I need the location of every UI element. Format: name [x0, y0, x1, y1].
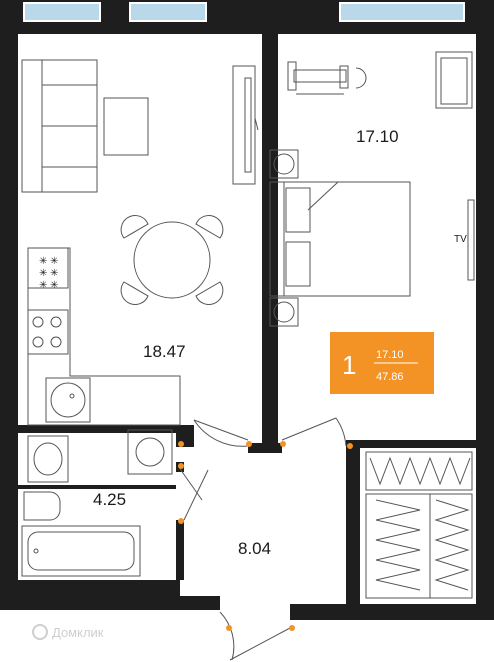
svg-text:✳: ✳: [50, 280, 58, 291]
badge-rooms-count: 1: [342, 350, 356, 380]
door-hinge: [226, 625, 232, 631]
door-hinge: [347, 443, 353, 449]
tv-stand-living: [232, 65, 259, 185]
doors: [177, 417, 353, 661]
nightstand-bottom: [269, 297, 299, 327]
door-hinge: [246, 441, 252, 447]
door-hinge: [178, 463, 184, 469]
svg-text:✳: ✳: [39, 280, 47, 291]
area-living-kitchen: 18.47: [143, 342, 186, 361]
sofa: [21, 59, 98, 193]
walls: [0, 0, 494, 620]
wardrobe-horizontal: [365, 451, 473, 491]
window-left: [24, 3, 100, 21]
door-hinge: [178, 441, 184, 447]
door-hinge: [178, 518, 184, 524]
apartment-badge: 1 17.10 47.86: [330, 332, 434, 394]
badge-living-area: 17.10: [376, 349, 404, 361]
area-bedroom: 17.10: [356, 127, 399, 146]
window-right: [340, 3, 464, 21]
nightstand-top: [269, 149, 299, 179]
svg-text:✳: ✳: [39, 268, 47, 279]
kitchen-counter: ✳ ✳ ✳ ✳ ✳ ✳: [27, 247, 181, 426]
wardrobe-vertical: [365, 493, 473, 599]
windows: [23, 2, 465, 22]
door-hinge: [289, 625, 295, 631]
double-bed: [269, 181, 411, 297]
bathroom-fixtures: [21, 429, 173, 577]
window-middle: [130, 3, 206, 21]
dining-table: [120, 215, 224, 305]
treadmill: [435, 51, 473, 109]
watermark-text: Домклик: [52, 625, 104, 640]
door-hinge: [280, 441, 286, 447]
watermark-logo-icon: [32, 624, 48, 640]
badge-total-area: 47.86: [376, 371, 404, 383]
exercise-bench: [287, 61, 367, 95]
tv-label: TV: [454, 234, 467, 245]
coffee-table: [103, 97, 149, 156]
svg-text:✳: ✳: [39, 256, 47, 267]
watermark: Домклик: [32, 624, 104, 640]
svg-text:✳: ✳: [50, 268, 58, 279]
area-hallway: 8.04: [238, 539, 271, 558]
area-bathroom: 4.25: [93, 490, 126, 509]
tv-bedroom: [467, 199, 475, 281]
svg-text:✳: ✳: [50, 256, 58, 267]
